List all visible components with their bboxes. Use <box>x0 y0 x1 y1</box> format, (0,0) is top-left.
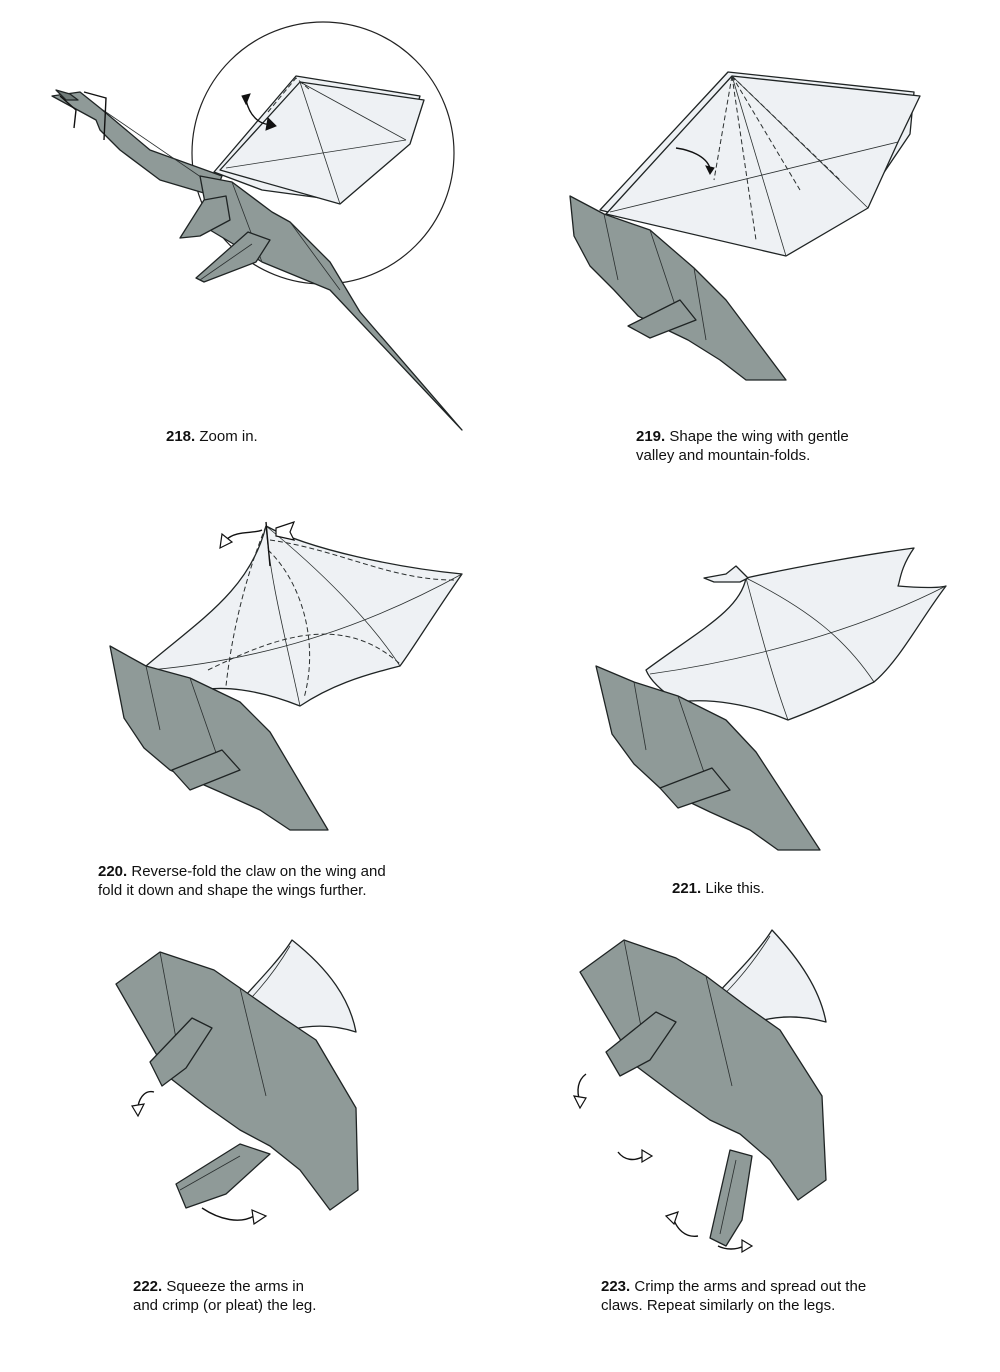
step-218-diagram <box>51 21 463 431</box>
claw-reverse-arrows <box>219 521 296 567</box>
dragon-body <box>569 195 787 381</box>
caption-line: fold it down and shape the wings further… <box>98 882 367 899</box>
dragon-body <box>579 939 827 1247</box>
step-220: 220. Reverse-fold the claw on the wing a… <box>0 470 500 920</box>
step-223: 223. Crimp the arms and spread out the c… <box>500 920 1000 1372</box>
step-number: 221. <box>672 880 702 897</box>
caption-220: 220. Reverse-fold the claw on the wing a… <box>98 862 386 900</box>
caption-222: 222. Squeeze the arms in and crimp (or p… <box>133 1277 316 1315</box>
step-number: 223. <box>601 1278 631 1295</box>
step-221-diagram <box>595 547 947 851</box>
step-222: 222. Squeeze the arms in and crimp (or p… <box>0 920 500 1372</box>
step-220-diagram <box>109 521 463 831</box>
step-219-diagram <box>569 71 921 381</box>
wing-shape <box>599 71 921 257</box>
caption-line: Zoom in. <box>199 428 258 445</box>
caption-line: valley and mountain-folds. <box>636 447 811 464</box>
step-number: 222. <box>133 1278 163 1295</box>
caption-223: 223. Crimp the arms and spread out the c… <box>601 1277 866 1315</box>
caption-line: claws. Repeat similarly on the legs. <box>601 1297 836 1314</box>
dragon-body <box>179 175 463 431</box>
step-219: 219. Shape the wing with gentle valley a… <box>500 0 1000 470</box>
step-218: 218. Zoom in. <box>0 0 500 470</box>
caption-line: Squeeze the arms in <box>166 1278 304 1295</box>
wing-shape <box>645 547 947 721</box>
caption-218: 218. Zoom in. <box>166 427 258 446</box>
caption-line: and crimp (or pleat) the leg. <box>133 1297 317 1314</box>
caption-line: Reverse-fold the claw on the wing and <box>131 863 386 880</box>
step-number: 220. <box>98 863 128 880</box>
crimp-arrows <box>572 1073 754 1254</box>
step-222-diagram <box>115 939 359 1226</box>
caption-line: Shape the wing with gentle <box>669 428 849 445</box>
wing-shape <box>213 75 425 205</box>
dragon-body <box>115 951 359 1211</box>
flip-arrow <box>241 93 277 131</box>
caption-line: Crimp the arms and spread out the <box>634 1278 867 1295</box>
step-221: 221. Like this. <box>500 470 1000 920</box>
step-number: 218. <box>166 428 196 445</box>
dragon-neck <box>51 89 223 197</box>
wing-shape <box>145 525 463 707</box>
squeeze-arrows <box>131 1090 268 1226</box>
step-223-diagram <box>572 929 827 1254</box>
caption-line: Like this. <box>705 880 765 897</box>
dragon-body <box>109 645 329 831</box>
step-number: 219. <box>636 428 666 445</box>
caption-219: 219. Shape the wing with gentle valley a… <box>636 427 849 465</box>
dragon-body <box>595 665 821 851</box>
caption-221: 221. Like this. <box>672 879 765 898</box>
